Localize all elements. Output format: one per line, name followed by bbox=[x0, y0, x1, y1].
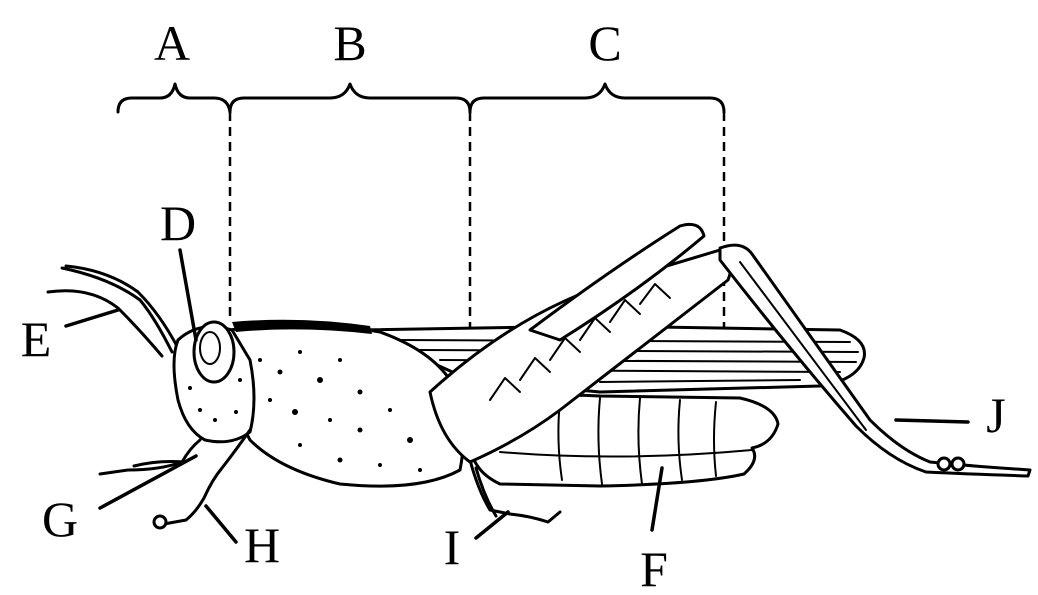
label-eye: D bbox=[160, 195, 196, 251]
label-head: A bbox=[154, 15, 190, 71]
brace-head bbox=[118, 84, 230, 112]
brace-thorax bbox=[230, 84, 470, 112]
brace-abdomen bbox=[470, 84, 724, 112]
label-abdomen-region: C bbox=[588, 15, 621, 71]
leader-foreleg bbox=[206, 506, 236, 542]
region-braces bbox=[118, 84, 724, 112]
leader-hindleg bbox=[896, 420, 968, 422]
label-midleg: I bbox=[444, 519, 461, 575]
label-antenna: E bbox=[21, 311, 52, 367]
label-thorax: B bbox=[333, 15, 366, 71]
label-hindleg: J bbox=[986, 387, 1005, 443]
leader-eye bbox=[180, 250, 196, 340]
label-mouthparts: G bbox=[42, 491, 78, 547]
leader-midleg bbox=[476, 512, 508, 538]
grasshopper-body bbox=[48, 224, 1030, 528]
leader-antenna bbox=[66, 310, 118, 326]
labels: A B C D E F G H I J bbox=[21, 15, 1006, 595]
label-abdomen-segments: F bbox=[640, 541, 668, 595]
label-foreleg: H bbox=[244, 517, 280, 573]
